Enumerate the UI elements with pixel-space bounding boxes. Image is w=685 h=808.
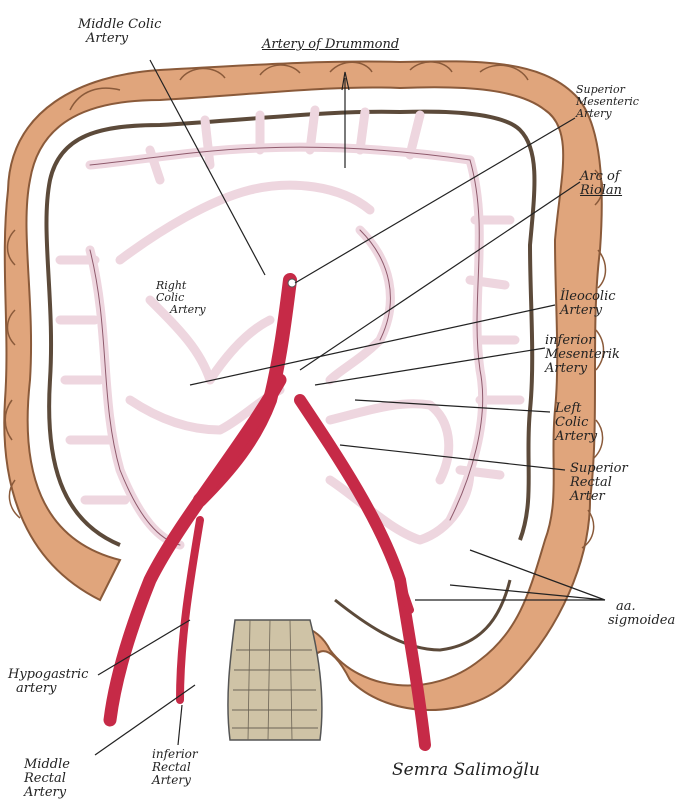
label-right-colic-artery: Right Colic Artery [156, 280, 206, 316]
label-line: Middle [24, 757, 70, 772]
taenia [334, 579, 512, 652]
label-line: Riolan [580, 183, 623, 198]
label-hypogastric-artery: Hypogastric artery [8, 668, 88, 696]
label-line: Artery [560, 303, 603, 318]
label-line: Hypogastric [8, 667, 89, 682]
label-middle-rectal-artery: Middle Rectal Artery [24, 758, 70, 800]
superior-rectal [316, 426, 414, 614]
label-left-colic-artery: Left Colic Artery [555, 402, 597, 444]
label-superior-mesenteric-artery: Superior Mesenteric Artery [576, 84, 639, 120]
label-line: Artery [170, 303, 206, 316]
leader-lines [94, 59, 606, 756]
label-line: Rectal [24, 771, 66, 786]
label-line: Middle Colic [78, 17, 162, 32]
label-line: İleocolic [560, 289, 616, 304]
label-line: artery [16, 681, 57, 696]
label-line: Colic [555, 415, 589, 430]
label-superior-rectal-artery: Superior Rectal Arter [570, 462, 628, 504]
label-line: inferior [545, 333, 595, 348]
label-arc-of-riolan: Arc of Riolan [580, 170, 622, 198]
colon-inner-band [44, 109, 537, 547]
rectum [227, 619, 323, 741]
label-line: Superior [570, 461, 628, 476]
label-line: Mesenteric [576, 95, 639, 108]
label-middle-colic-artery: Middle Colic Artery [78, 18, 161, 46]
aorta-left-iliac [103, 373, 287, 727]
label-line: Artery [86, 31, 129, 46]
label-line: Artery [555, 429, 598, 444]
label-line: inferior [152, 747, 198, 761]
label-line: Left [555, 401, 582, 416]
label-aa-sigmoidea: aa. sigmoidea [608, 600, 675, 628]
vascular-arcades-outline [89, 146, 484, 546]
label-line: Rectal [570, 475, 612, 490]
colon [3, 60, 607, 711]
label-line: Right [156, 279, 187, 292]
label-line: Rectal [152, 760, 191, 774]
hypogastric-branch [176, 516, 204, 704]
label-line: Colic [156, 291, 185, 304]
label-ileocolic-artery: İleocolic Artery [560, 290, 616, 318]
label-line: Superior [576, 83, 625, 96]
label-line: Mesenterik [545, 347, 620, 362]
artist-signature: Semra Salimoğlu [392, 760, 540, 780]
label-line: aa. [616, 599, 636, 614]
label-line: Artery [152, 773, 191, 787]
label-line: Arc of [580, 169, 620, 184]
label-line: Artery [24, 785, 67, 800]
label-artery-of-drummond: Artery of Drummond [262, 37, 400, 52]
label-inferior-mesenteric-artery: inferior Mesenterik Artery [545, 334, 620, 376]
colon-body [3, 60, 603, 711]
label-inferior-rectal-artery: inferior Rectal Artery [152, 748, 198, 787]
rectum-body [227, 619, 323, 741]
label-line: Artery [576, 107, 612, 120]
main-arteries [103, 273, 431, 751]
label-line: sigmoidea [608, 613, 676, 628]
label-line: Artery [545, 361, 588, 376]
origin-marker [287, 278, 297, 288]
label-line: Arter [570, 489, 605, 504]
